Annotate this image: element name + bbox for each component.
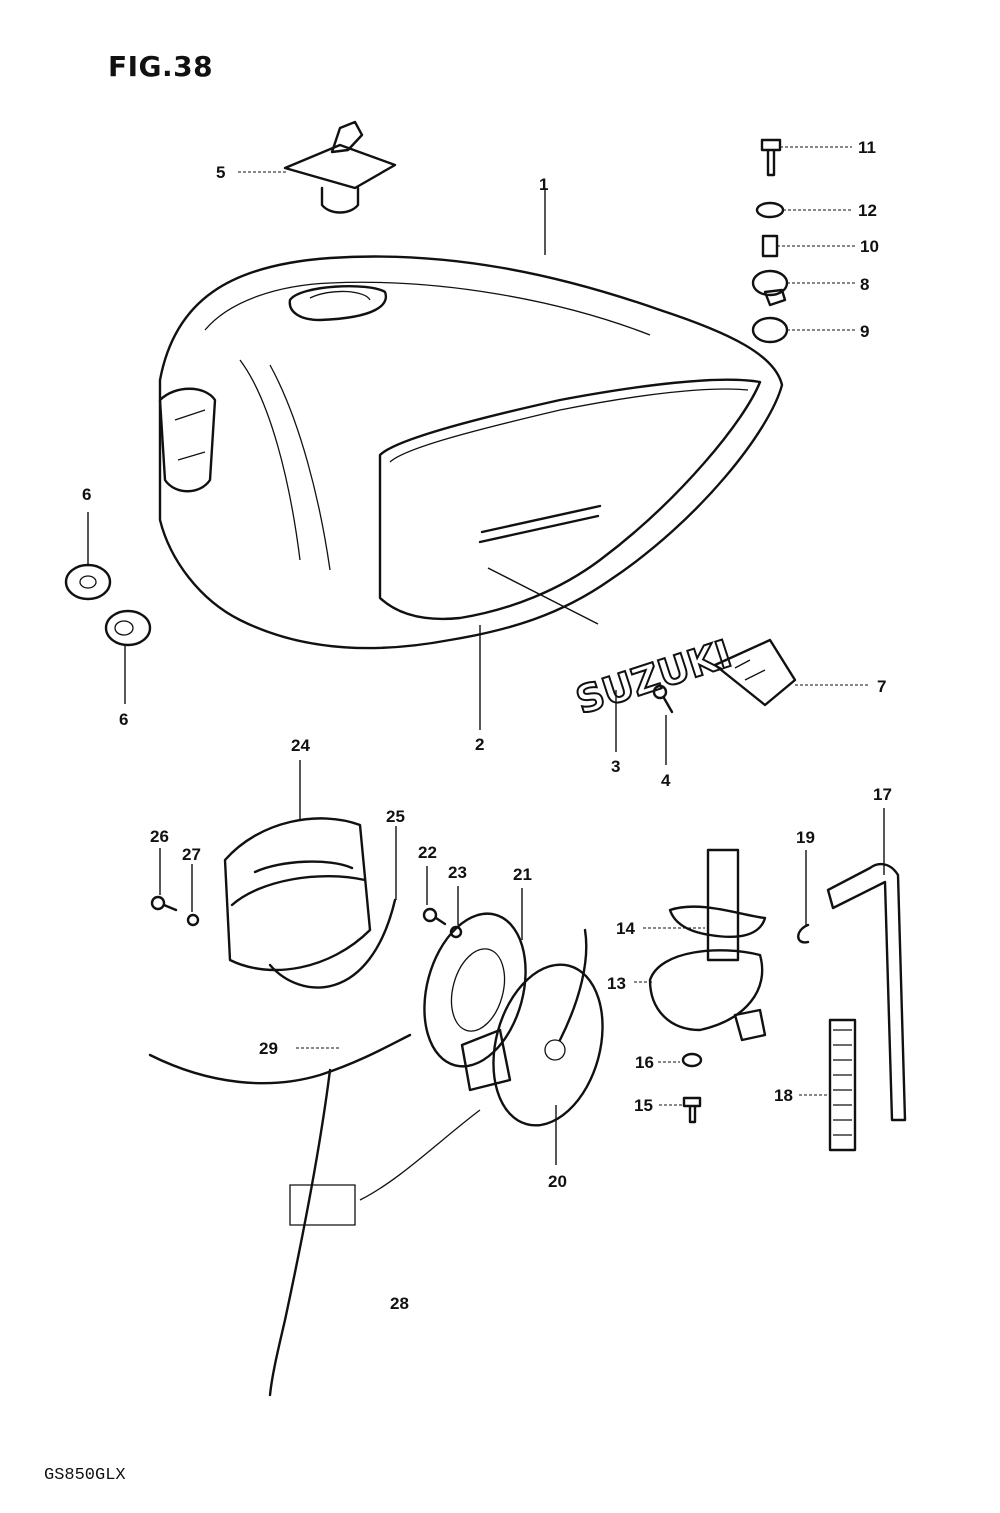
part-label-12: 12	[858, 201, 877, 220]
part-label-22: 22	[418, 843, 437, 862]
part-label-5: 5	[216, 163, 225, 182]
leader-lines	[87, 146, 885, 1165]
fuel-cap	[283, 120, 397, 214]
figure-title: FIG.38	[108, 50, 214, 83]
part-label-27: 27	[182, 845, 201, 864]
rubber-cushion	[713, 638, 797, 707]
tank-collar	[761, 234, 779, 258]
fuel-tank	[158, 255, 787, 650]
tank-bolt	[760, 138, 782, 177]
part-labels: 1 2 3 4 5 6 6 7 8 9 10 11 12 13 14 15 16…	[82, 138, 892, 1313]
part-label-10: 10	[860, 237, 879, 256]
fuel-hose-straight	[828, 1018, 857, 1152]
part-label-21: 21	[513, 865, 532, 884]
part-label-4: 4	[661, 771, 671, 790]
fuel-level-sender	[460, 928, 604, 1127]
tank-washer	[755, 201, 785, 219]
suzuki-emblem: SUZUKI	[571, 632, 737, 723]
part-label-9: 9	[860, 322, 869, 341]
part-label-7: 7	[877, 677, 886, 696]
emblem-screw	[652, 684, 674, 714]
gauge-screw	[422, 907, 447, 926]
part-label-1: 1	[539, 175, 548, 194]
washer-upper	[64, 563, 112, 601]
part-label-16: 16	[635, 1053, 654, 1072]
part-label-18: 18	[774, 1086, 793, 1105]
fuel-hose-bent	[826, 862, 907, 1122]
part-label-23: 23	[448, 863, 467, 882]
part-label-26: 26	[150, 827, 169, 846]
fuel-gauge-gasket	[223, 817, 397, 989]
part-label-15: 15	[634, 1096, 653, 1115]
part-label-2: 2	[475, 735, 484, 754]
sender-connector	[289, 1109, 481, 1226]
gauge-plate-gasket	[423, 912, 527, 1068]
part-label-3: 3	[611, 757, 620, 776]
tank-cushion-lower	[751, 316, 789, 344]
fuel-hose-segment	[148, 1033, 412, 1085]
part-label-24: 24	[291, 736, 310, 755]
fuel-cock	[648, 848, 767, 1042]
part-label-28: 28	[390, 1294, 409, 1313]
hose-ribbing	[833, 1029, 852, 1136]
part-label-25: 25	[386, 807, 405, 826]
cock-washer	[681, 1052, 703, 1068]
model-code: GS850GLX	[44, 1466, 126, 1485]
part-label-13: 13	[607, 974, 626, 993]
part-label-17: 17	[873, 785, 892, 804]
part-label-11: 11	[858, 138, 876, 157]
cock-screw	[682, 1096, 702, 1124]
hose-clip	[797, 923, 810, 944]
gasket-washer	[186, 913, 200, 927]
part-label-20: 20	[548, 1172, 567, 1191]
gasket-screw	[150, 895, 178, 912]
washer-lower	[104, 609, 152, 647]
part-label-6a: 6	[82, 485, 91, 504]
part-label-8: 8	[860, 275, 869, 294]
part-label-29: 29	[259, 1039, 278, 1058]
part-label-6b: 6	[119, 710, 128, 729]
part-label-14: 14	[616, 919, 635, 938]
fuel-tube	[268, 1068, 332, 1397]
part-label-19: 19	[796, 828, 815, 847]
emblem-leader	[487, 567, 599, 625]
